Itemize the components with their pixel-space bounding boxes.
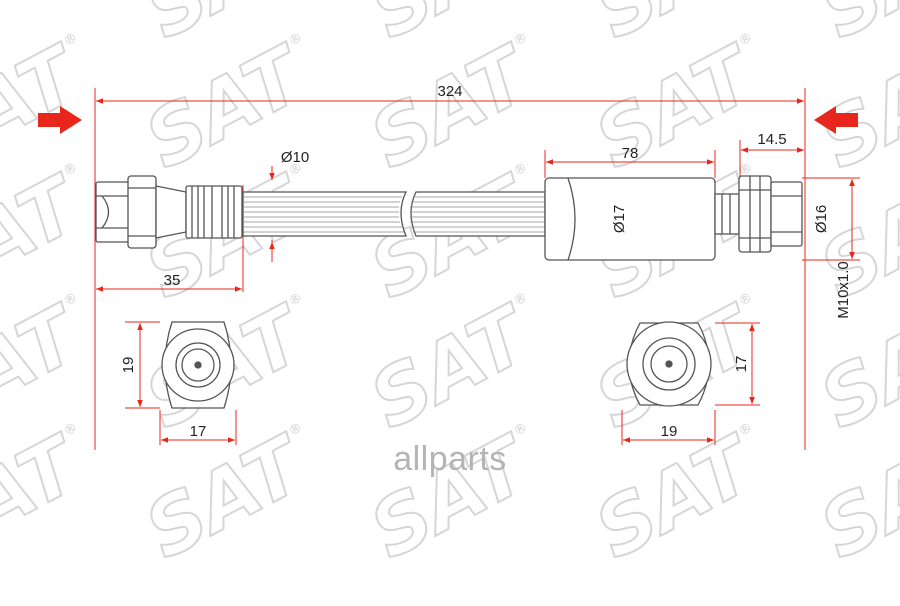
sat-watermark-logo: SAT® <box>581 417 774 577</box>
sat-watermark-logo: SAT® <box>356 27 549 187</box>
svg-text:®: ® <box>736 30 755 49</box>
sat-watermark-logo: SAT® <box>0 417 98 577</box>
svg-text:®: ® <box>511 160 530 179</box>
svg-text:SAT: SAT <box>807 0 900 57</box>
total-length-label: 324 <box>437 83 462 100</box>
sat-watermark-logo: SAT® <box>0 287 98 447</box>
svg-text:®: ® <box>736 420 755 439</box>
svg-text:®: ® <box>286 30 305 49</box>
right-end-view <box>626 321 712 407</box>
svg-text:®: ® <box>736 290 755 309</box>
svg-text:®: ® <box>61 420 80 439</box>
right-direction-arrow-icon <box>814 106 858 134</box>
extension-lines <box>94 88 860 450</box>
sat-watermark-logo: SAT® <box>806 0 900 58</box>
svg-text:®: ® <box>286 160 305 179</box>
left-fitting-length-label: 35 <box>164 272 181 289</box>
sat-watermark-logo: SAT® <box>131 417 324 577</box>
thread-size-label: M10x1.0 <box>835 261 852 319</box>
svg-text:®: ® <box>511 420 530 439</box>
svg-text:®: ® <box>286 290 305 309</box>
allparts-watermark: allparts <box>393 440 507 478</box>
svg-text:®: ® <box>61 290 80 309</box>
sat-watermark-logo: SAT® <box>131 0 324 58</box>
left-end-width-label: 17 <box>190 423 207 440</box>
sat-watermark-logo: SAT® <box>0 157 98 317</box>
svg-text:®: ® <box>286 420 305 439</box>
svg-text:®: ® <box>736 160 755 179</box>
hose-diameter-label: Ø10 <box>281 149 309 166</box>
sat-watermark-logo: SAT® <box>0 27 98 187</box>
left-end-view <box>161 321 235 409</box>
dimension-lines <box>96 98 855 443</box>
left-end-height-label: 19 <box>120 357 137 374</box>
sat-watermark-logo: SAT® <box>356 417 549 577</box>
svg-text:®: ® <box>511 290 530 309</box>
right-end-width-label: 19 <box>661 423 678 440</box>
sleeve-length-label: 78 <box>622 145 639 162</box>
sat-watermark-logo: SAT® <box>356 287 549 447</box>
right-end-height-label: 17 <box>733 356 750 373</box>
svg-text:®: ® <box>61 30 80 49</box>
brake-hose-part <box>95 175 803 261</box>
sat-watermark-logo: SAT® <box>581 0 774 58</box>
left-direction-arrow-icon <box>38 106 82 134</box>
end-diameter-label: Ø16 <box>813 205 830 233</box>
sat-watermark-logo: SAT® <box>356 0 549 58</box>
svg-text:®: ® <box>511 30 530 49</box>
end-length-label: 14.5 <box>757 131 786 148</box>
sleeve-diameter-label: Ø17 <box>611 205 628 233</box>
svg-text:®: ® <box>61 160 80 179</box>
